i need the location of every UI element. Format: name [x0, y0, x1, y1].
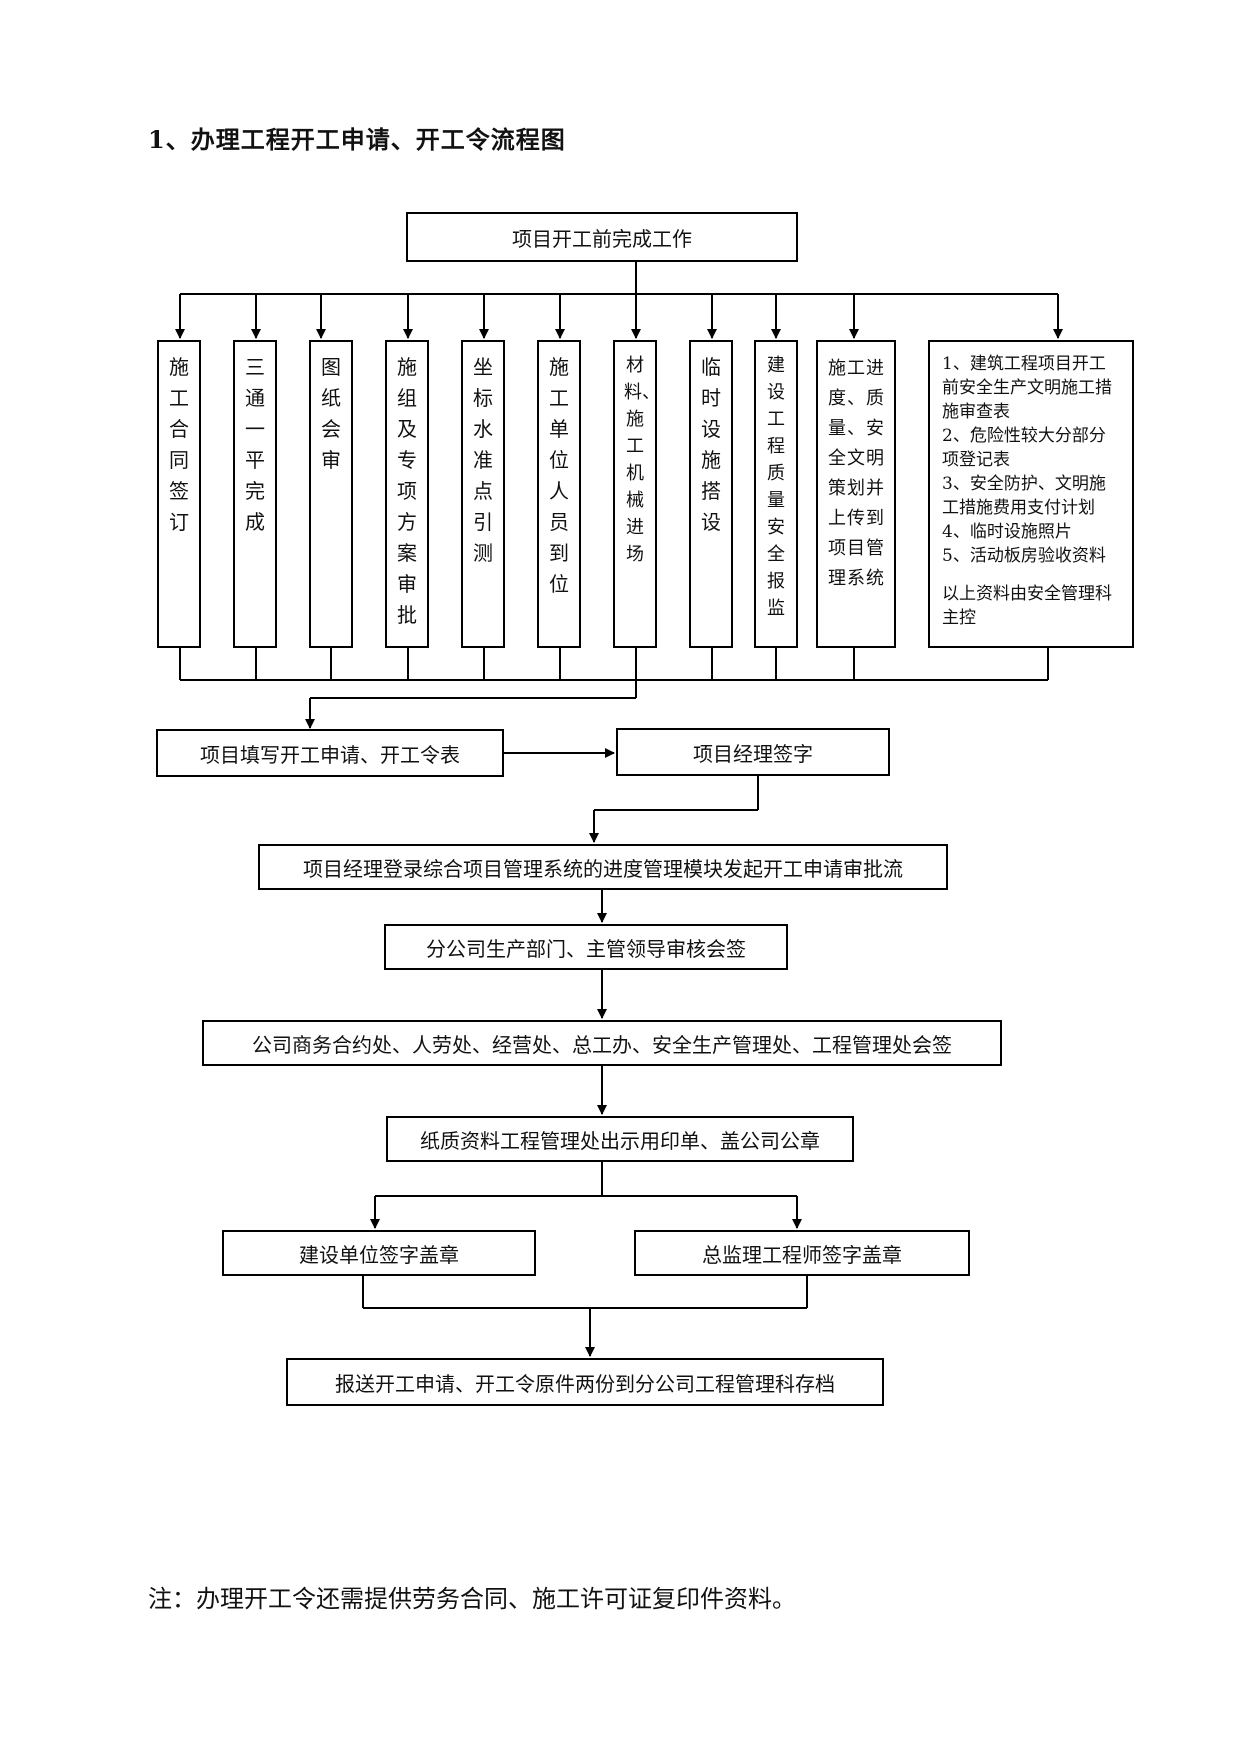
column-label: 施工合同签订: [169, 355, 189, 534]
step-prestart-work: 项目开工前完成工作: [406, 212, 798, 262]
safety-documents-box: 1、建筑工程项目开工前安全生产文明施工措施审查表 2、危险性较大分部分项登记表 …: [928, 340, 1134, 648]
column-label: 施组及专项方案审批: [397, 355, 417, 627]
step-paper-seal: 纸质资料工程管理处出示用印单、盖公司公章: [386, 1116, 854, 1162]
doc-item: 1、建筑工程项目开工前安全生产文明施工措施审查表: [942, 354, 1112, 422]
step-company-sign: 公司商务合约处、人劳处、经营处、总工办、安全生产管理处、工程管理处会签: [202, 1020, 1002, 1066]
footnote: 注：办理开工令还需提供劳务合同、施工许可证复印件资料。: [148, 1585, 796, 1613]
doc-item: 2、危险性较大分部分项登记表: [942, 426, 1106, 470]
column-plan-approval: 施组及专项方案审批: [385, 340, 429, 648]
column-planning-upload: 施工进度、质量、安全文明策划并上传到项目管理系统: [816, 340, 896, 648]
column-temporary-facilities: 临时设施搭设: [689, 340, 733, 648]
step-branch-review: 分公司生产部门、主管领导审核会签: [384, 924, 788, 970]
column-survey-points: 坐标水准点引测: [461, 340, 505, 648]
column-label: 建设工程质量安全报监: [767, 355, 785, 619]
column-label: 施工单位人员到位: [549, 355, 569, 596]
column-site-preparation: 三通一平完成: [233, 340, 277, 648]
step-supervisor-seal: 总监理工程师签字盖章: [634, 1230, 970, 1276]
column-drawing-review: 图纸会审: [309, 340, 353, 648]
column-materials-machinery: 材料、施工机械进场: [613, 340, 660, 648]
step-pm-sign: 项目经理签字: [616, 728, 890, 776]
column-label: 临时设施搭设: [701, 355, 721, 534]
step-owner-seal: 建设单位签字盖章: [222, 1230, 536, 1276]
step-pm-system: 项目经理登录综合项目管理系统的进度管理模块发起开工申请审批流: [258, 844, 948, 890]
column-quality-safety-report: 建设工程质量安全报监: [754, 340, 798, 648]
column-label: 三通一平完成: [245, 355, 265, 534]
step-archive: 报送开工申请、开工令原件两份到分公司工程管理科存档: [286, 1358, 884, 1406]
doc-item: 3、安全防护、文明施工措施费用支付计划: [942, 474, 1106, 518]
column-construction-contract: 施工合同签订: [157, 340, 201, 648]
page-title: 1、办理工程开工申请、开工令流程图: [148, 125, 566, 154]
column-staff-in-place: 施工单位人员到位: [537, 340, 581, 648]
doc-item: 4、临时设施照片: [942, 522, 1072, 542]
column-label: 施工进度、质量、安全文明策划并上传到项目管理系统: [828, 358, 884, 589]
column-label: 材料、施工机械进场: [624, 355, 660, 565]
column-label: 图纸会审: [321, 355, 341, 472]
column-label: 坐标水准点引测: [473, 355, 493, 565]
doc-footer: 以上资料由安全管理科主控: [942, 584, 1112, 628]
step-fill-form: 项目填写开工申请、开工令表: [156, 729, 504, 777]
doc-item: 5、活动板房验收资料: [942, 546, 1106, 566]
